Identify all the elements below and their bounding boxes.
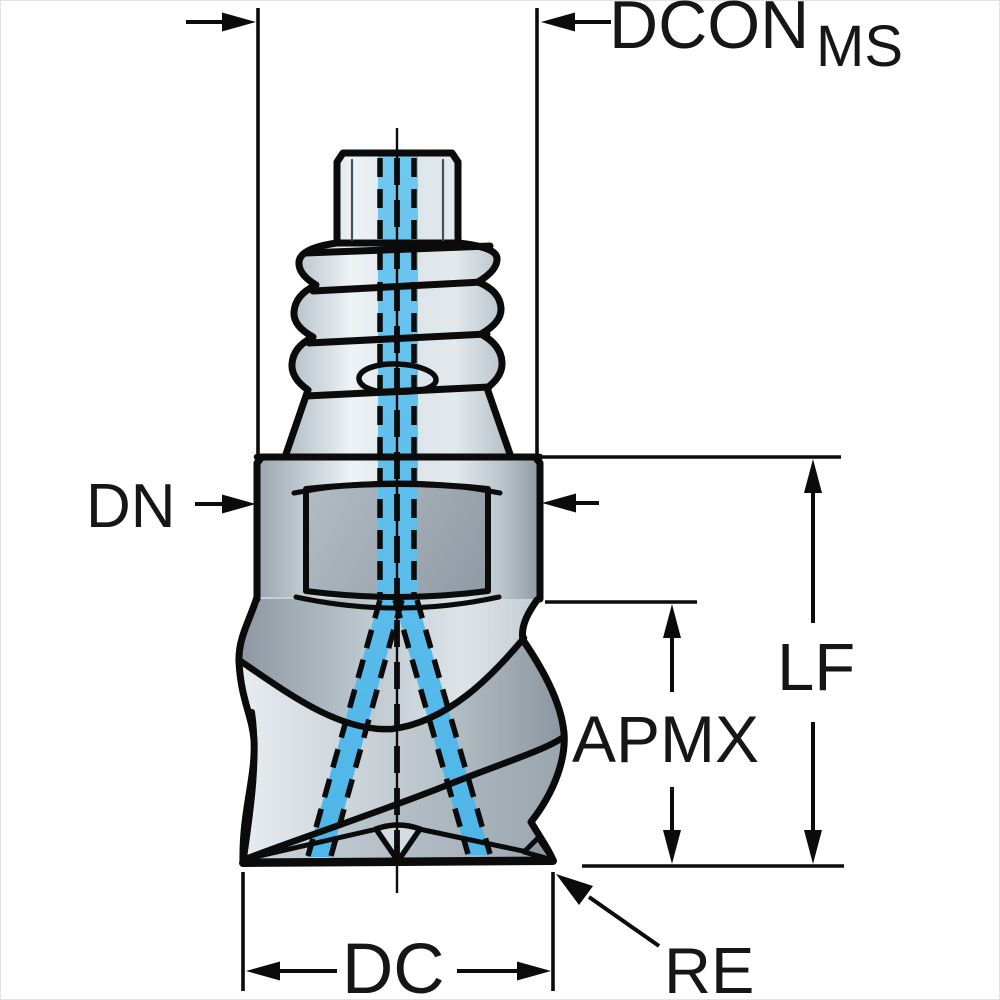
- flute-helix-upper: [235, 634, 528, 733]
- dim-re: [556, 874, 661, 948]
- label-dcon-subscript: MS: [816, 14, 903, 79]
- label-dcon: DCON: [609, 0, 810, 63]
- flute-shade-middle: [240, 640, 564, 860]
- coolant-channel-right-branch: [394, 600, 490, 855]
- label-dc: DC: [342, 930, 445, 1000]
- label-dn: DN: [86, 472, 176, 541]
- dim-dconms: [186, 8, 611, 455]
- flute-helix-lower: [239, 734, 566, 864]
- coolant-channel-left-branch: [307, 600, 402, 857]
- label-apmx: APMX: [572, 702, 760, 776]
- label-lf: LF: [777, 630, 856, 705]
- flute-shade-upper: [240, 599, 537, 729]
- flute-helix-inner-left: [241, 709, 258, 861]
- dim-dn: [195, 493, 599, 514]
- dim-lf: [543, 455, 844, 868]
- socket-window-outline: [303, 481, 491, 600]
- dim-apmx: [545, 600, 697, 864]
- label-re: RE: [664, 934, 755, 1000]
- re-corner-facet: [521, 835, 556, 863]
- coolant-channel-dashes: [305, 158, 493, 857]
- dim-dc: [241, 872, 555, 991]
